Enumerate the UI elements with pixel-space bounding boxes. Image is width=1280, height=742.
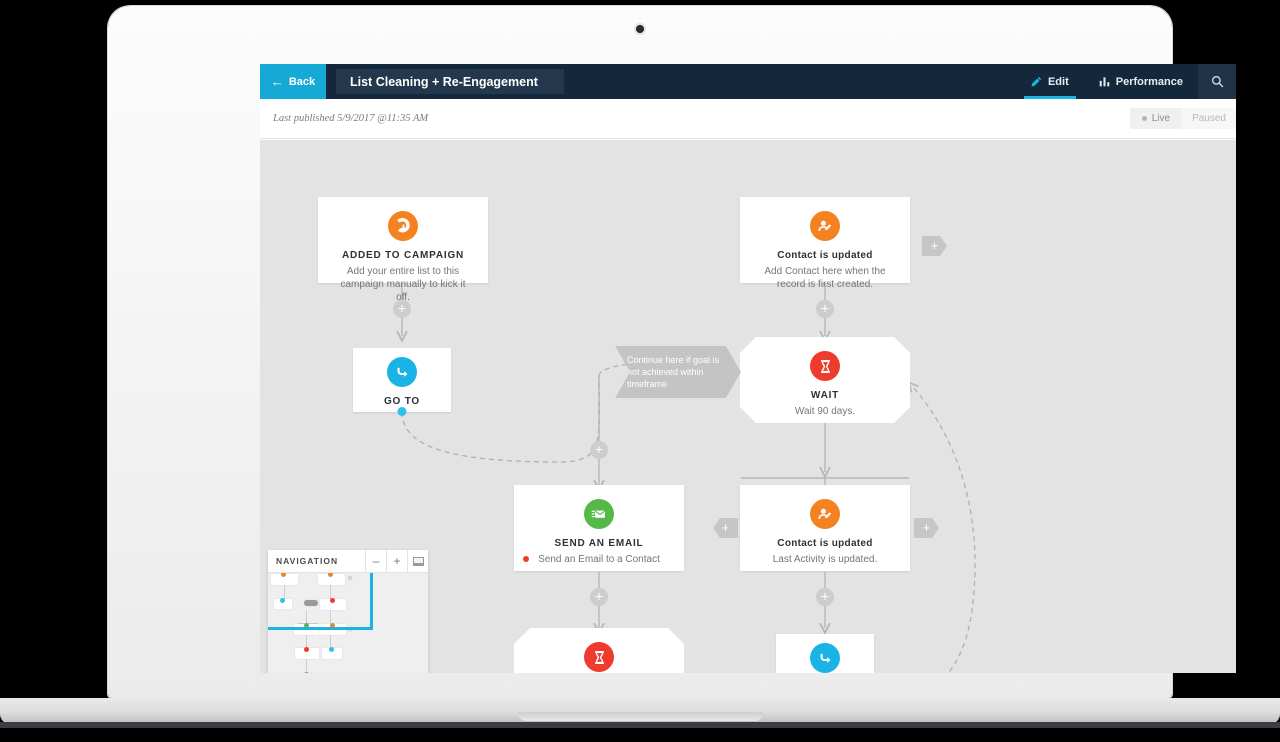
node-anchor-dot[interactable]: [397, 407, 407, 416]
node-contact-is-updated-top[interactable]: Contact is updated Add Contact here when…: [740, 197, 910, 290]
node-description: Wait 90 days.: [794, 406, 856, 417]
node-description: Send an Email to a Contact: [538, 554, 660, 565]
add-step-button-left-of-contact-bottom[interactable]: +: [713, 518, 738, 538]
node-go-to-left[interactable]: GO TO: [353, 348, 451, 416]
node-contact-is-updated-bottom[interactable]: Contact is updated Last Activity is upda…: [740, 485, 910, 571]
last-published-text: Last published 5/9/2017 @11:35 AM: [273, 113, 429, 124]
back-button[interactable]: ← Back: [260, 64, 326, 99]
download-circle-icon: [388, 211, 418, 241]
search-icon: [1211, 75, 1224, 88]
workflow-title-input[interactable]: List Cleaning + Re-Engagement: [336, 69, 564, 94]
minimap-dot: [281, 573, 286, 577]
restore-window-icon: [412, 556, 424, 566]
node-description: Add Contact here when the record is firs…: [764, 266, 886, 290]
node-send-an-email[interactable]: SEND AN EMAIL Send an Email to a Contact: [514, 485, 684, 571]
restore-window-button[interactable]: [407, 550, 428, 572]
node-go-to-bottom[interactable]: GO TO: [776, 634, 874, 673]
node-title: WAIT: [810, 390, 840, 401]
connector-lines: [260, 283, 976, 673]
laptop-frame: ← Back List Cleaning + Re-Engagement Edi…: [108, 6, 1236, 698]
add-step-button-middle[interactable]: +: [590, 441, 608, 459]
goal-banner[interactable]: Continue here if goal is not achieved wi…: [615, 346, 741, 398]
minimap-dot: [330, 598, 335, 603]
minimap-node: [318, 574, 345, 585]
envelope-icon: [584, 499, 614, 529]
back-button-label: Back: [288, 75, 316, 88]
node-description: Last Activity is updated.: [772, 554, 878, 565]
arrow-left-icon: ←: [270, 74, 284, 89]
live-label: Live: [1151, 113, 1171, 124]
node-wait-90-days[interactable]: WAIT Wait 90 days.: [740, 337, 910, 423]
minimap-node: [271, 574, 298, 585]
add-step-button-before-wait-2-days[interactable]: +: [590, 588, 608, 606]
contact-edit-icon: [810, 499, 840, 529]
minimap-dot: [328, 573, 333, 577]
status-badge-paused[interactable]: Paused: [1182, 108, 1236, 129]
minimap-plus: [348, 576, 352, 580]
navigation-minimap[interactable]: [268, 573, 428, 673]
laptop-base-edge: [0, 722, 1280, 728]
goto-arrow-icon: [810, 643, 840, 673]
bar-chart-icon: [1099, 76, 1110, 87]
status-badge-live[interactable]: Live: [1129, 108, 1183, 129]
hourglass-icon: [584, 642, 614, 672]
navigation-panel: NAVIGATION – +: [268, 550, 428, 673]
add-step-button-right-of-contact-top[interactable]: +: [922, 236, 947, 256]
node-added-to-campaign[interactable]: ADDED TO CAMPAIGN Add your entire list t…: [318, 197, 488, 303]
hourglass-icon: [810, 351, 840, 381]
tab-edit[interactable]: Edit: [1016, 64, 1084, 99]
goto-arrow-icon: [387, 357, 417, 387]
minimap-dot: [280, 598, 285, 603]
minimap-dot: [329, 647, 334, 652]
add-step-button-right-of-contact-bottom[interactable]: +: [914, 518, 939, 538]
minimap-dot: [330, 623, 335, 628]
header-actions: Edit Performance: [1016, 64, 1236, 99]
minimap-banner: [304, 600, 318, 606]
tab-edit-label: Edit: [1047, 75, 1069, 88]
navigation-header: NAVIGATION – +: [268, 550, 428, 573]
status-dot-icon: [523, 556, 529, 562]
minimap-node: [320, 599, 346, 610]
webcam-icon: [636, 25, 644, 33]
trackpad-notch: [518, 712, 763, 721]
minimap-node: [295, 648, 319, 659]
navigation-title: NAVIGATION: [276, 556, 339, 566]
minimap-node: [274, 599, 292, 609]
add-step-button-right[interactable]: +: [816, 300, 834, 318]
workflow-canvas[interactable]: ADDED TO CAMPAIGN Add your entire list t…: [260, 140, 1236, 673]
live-dot-icon: [1141, 116, 1147, 121]
zoom-out-button[interactable]: –: [365, 550, 386, 572]
node-title: Contact is updated: [777, 538, 873, 549]
add-step-button-left[interactable]: +: [393, 300, 411, 318]
node-title: SEND AN EMAIL: [554, 538, 644, 549]
node-title: ADDED TO CAMPAIGN: [341, 250, 465, 261]
app-header: ← Back List Cleaning + Re-Engagement Edi…: [260, 64, 1236, 99]
node-title: GO TO: [383, 396, 421, 407]
node-description: Add your entire list to this campaign ma…: [340, 266, 466, 303]
minimap-viewport[interactable]: [268, 573, 373, 630]
tab-performance[interactable]: Performance: [1084, 64, 1198, 99]
pencil-icon: [1031, 76, 1042, 87]
minimap-node: [322, 648, 342, 659]
sub-header: Last published 5/9/2017 @11:35 AM Live P…: [260, 99, 1236, 139]
node-title: Contact is updated: [777, 250, 873, 261]
screen: ← Back List Cleaning + Re-Engagement Edi…: [260, 64, 1236, 673]
tab-performance-label: Performance: [1115, 75, 1183, 88]
minimap-dot: [304, 672, 309, 673]
contact-edit-icon: [810, 211, 840, 241]
minimap-dot: [304, 647, 309, 652]
node-wait-2-days[interactable]: WAIT Wait 2 days.: [514, 628, 684, 673]
publish-state-group: Live Paused: [1129, 108, 1236, 129]
zoom-in-button[interactable]: +: [386, 550, 407, 572]
search-button[interactable]: [1198, 64, 1236, 99]
add-step-button-before-go-to-bottom[interactable]: +: [816, 588, 834, 606]
minimap-dot: [304, 623, 309, 628]
